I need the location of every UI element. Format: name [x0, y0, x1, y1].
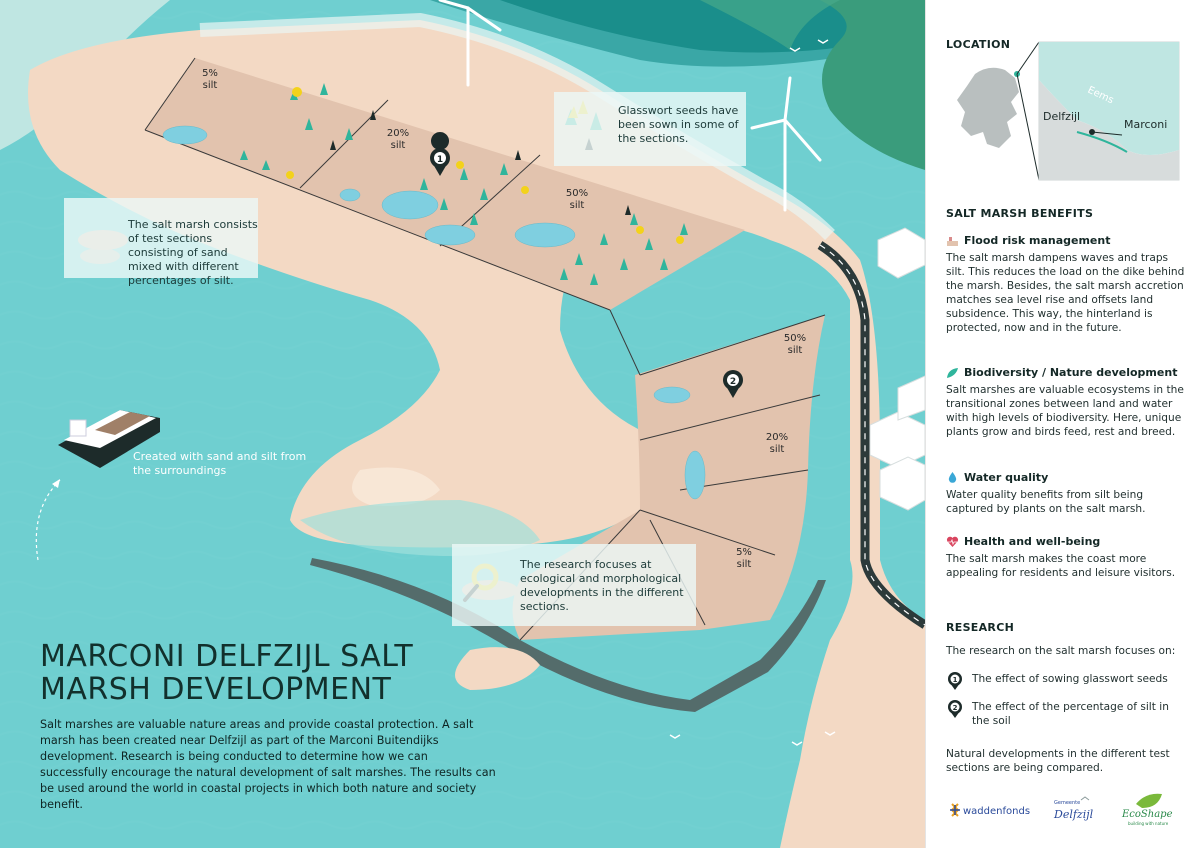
- research-item-1-text: The effect of sowing glasswort seeds: [972, 673, 1168, 685]
- benefit-health-title: Health and well-being: [964, 535, 1101, 548]
- page-title: MARCONI DELFZIJL SALT MARSH DEVELOPMENT: [40, 639, 414, 707]
- sidebar: LOCATION Eems Delfzijl Marconi SALT MARS…: [925, 0, 1200, 848]
- research-intro: The research on the salt marsh focuses o…: [946, 645, 1176, 657]
- benefit-water-text: Water quality benefits from silt being c…: [946, 489, 1146, 515]
- research-pin-2: [723, 370, 743, 398]
- callout-research: The research focuses at ecological and m…: [452, 544, 696, 626]
- callout-saltmarsh: The salt marsh consists of test sections…: [64, 198, 258, 287]
- benefit-health-text: The salt marsh makes the coast more appe…: [946, 553, 1176, 579]
- svg-text:building with nature: building with nature: [1128, 821, 1169, 826]
- callout-glasswort-text: Glasswort seeds have been sown in some o…: [618, 104, 739, 145]
- heart-pulse-icon: [946, 536, 959, 547]
- section-label-top-20: 20%silt: [386, 128, 410, 151]
- benefit-biodiversity: Biodiversity / Nature development Salt m…: [946, 366, 1186, 439]
- svg-text:Gemeente: Gemeente: [1054, 800, 1080, 806]
- waddenfonds-logo: waddenfonds: [950, 803, 1030, 817]
- section-label-top-5: 5%silt: [202, 68, 218, 91]
- leaf-icon: [947, 368, 958, 378]
- section-label-bottom-50: 50%silt: [783, 333, 807, 356]
- research-heading: RESEARCH: [946, 621, 1015, 634]
- partner-logos: waddenfonds Gemeente Delfzijl EcoShape b…: [950, 793, 1173, 826]
- benefit-biodiversity-text: Salt marshes are valuable ecosystems in …: [946, 384, 1184, 438]
- research-pin-1: [430, 132, 450, 176]
- research-outro: Natural developments in the different te…: [946, 748, 1170, 774]
- dike-icon: [947, 237, 958, 246]
- benefits-heading: SALT MARSH BENEFITS: [946, 207, 1094, 220]
- pin-2-icon: 2: [948, 700, 962, 718]
- benefit-flood-title: Flood risk management: [964, 234, 1111, 247]
- section-label-bottom-20: 20%silt: [765, 432, 789, 455]
- svg-text:EcoShape: EcoShape: [1121, 809, 1173, 820]
- pin-2-label: 2: [730, 377, 736, 387]
- callout-glasswort: Glasswort seeds have been sown in some o…: [554, 92, 746, 166]
- pin-1-icon: 1: [948, 672, 962, 690]
- svg-text:Delfzijl: Delfzijl: [1053, 808, 1094, 821]
- ship-caption: Created with sand and silt from the surr…: [133, 450, 307, 477]
- location-heading: LOCATION: [946, 38, 1011, 51]
- section-label-top-50: 50%silt: [565, 188, 589, 211]
- ecoshape-logo: EcoShape building with nature: [1121, 793, 1173, 826]
- benefit-water: Water quality Water quality benefits fro…: [946, 471, 1186, 516]
- delfzijl-logo: Gemeente Delfzijl: [1053, 796, 1094, 821]
- water-drop-icon: [948, 472, 957, 483]
- svg-text:1: 1: [953, 676, 958, 684]
- svg-text:waddenfonds: waddenfonds: [963, 806, 1030, 817]
- ship-icon: [58, 410, 160, 468]
- marconi-label: Marconi: [1124, 118, 1167, 131]
- callout-research-text: The research focuses at ecological and m…: [520, 558, 684, 613]
- benefit-health: Health and well-being The salt marsh mak…: [946, 535, 1186, 580]
- section-label-bottom-5: 5%silt: [736, 547, 752, 570]
- benefit-flood-text: The salt marsh dampens waves and traps s…: [946, 252, 1185, 334]
- delfzijl-label: Delfzijl: [1043, 110, 1080, 123]
- location-inset-map: Eems Delfzijl Marconi: [957, 41, 1180, 181]
- research-item-2-text: The effect of the percentage of silt in …: [972, 701, 1169, 727]
- benefit-biodiversity-title: Biodiversity / Nature development: [964, 366, 1178, 379]
- svg-text:2: 2: [953, 704, 958, 712]
- intro-paragraph: Salt marshes are valuable nature areas a…: [40, 718, 496, 811]
- benefit-water-title: Water quality: [964, 471, 1049, 484]
- callout-saltmarsh-text: The salt marsh consists of test sections…: [128, 218, 258, 287]
- pin-1-label: 1: [437, 155, 443, 165]
- benefit-flood: Flood risk management The salt marsh dam…: [946, 234, 1186, 335]
